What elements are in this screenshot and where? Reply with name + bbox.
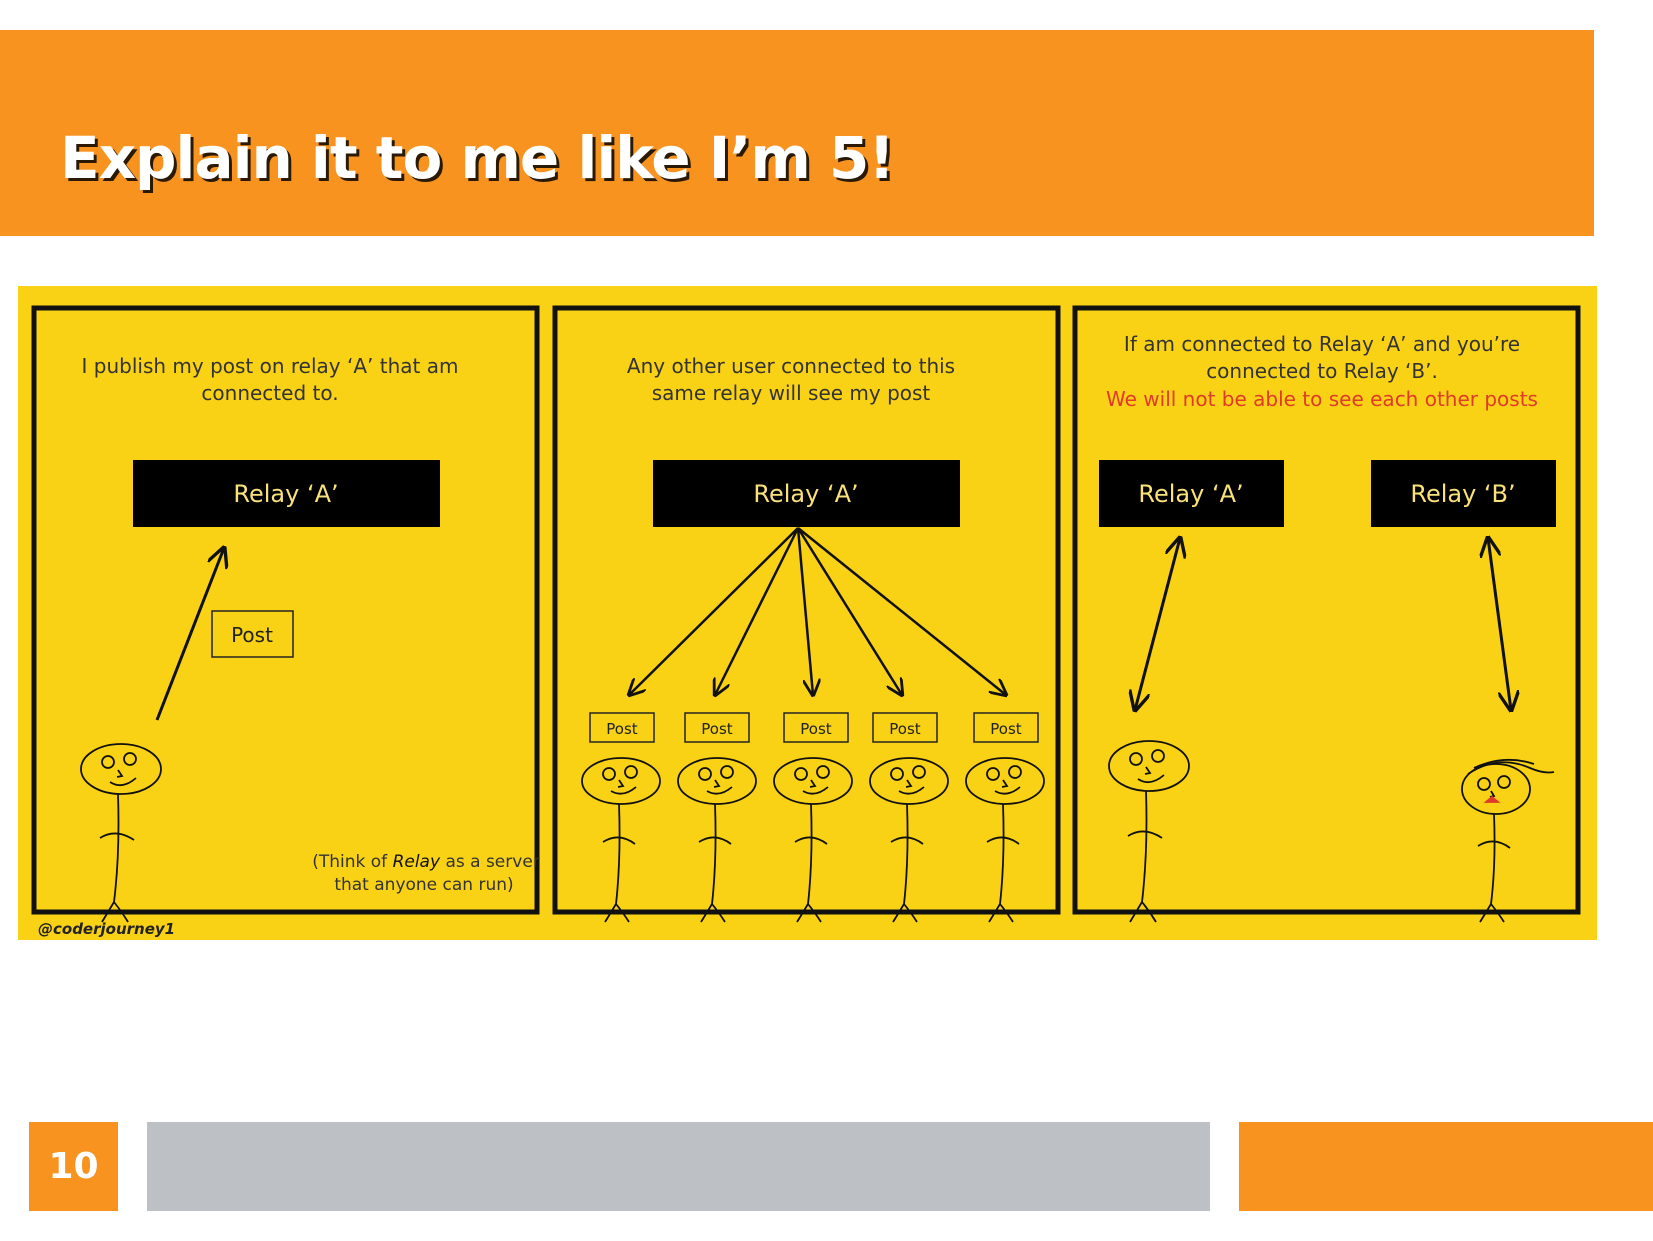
header-bar xyxy=(0,30,1594,236)
panel-1: I publish my post on relay ‘A’ that am c… xyxy=(80,354,540,923)
relay-a-label: Relay ‘A’ xyxy=(753,480,858,508)
panel-2-frame xyxy=(552,305,1061,915)
page-number: 10 xyxy=(29,1122,118,1211)
comic-credit: @coderjourney1 xyxy=(38,920,175,938)
post-box xyxy=(211,610,294,658)
stick-figure-you xyxy=(1461,758,1555,923)
post-label: Post xyxy=(889,720,921,738)
relay-a-box xyxy=(1099,460,1284,527)
panel-1-frame xyxy=(31,305,540,915)
footer-orange-bar xyxy=(1239,1122,1653,1211)
post-label: Post xyxy=(701,720,733,738)
relay-a-label: Relay ‘A’ xyxy=(1138,480,1243,508)
relay-note-line-1: (Think of Relay as a server xyxy=(312,852,540,872)
two-way-arrow-relay-b xyxy=(1488,538,1511,710)
post-label: Post xyxy=(990,720,1022,738)
relay-a-box xyxy=(133,460,440,527)
relay-a-label: Relay ‘A’ xyxy=(233,480,338,508)
panel-1-caption-line-1: I publish my post on relay ‘A’ that am xyxy=(82,354,459,378)
panel-2-caption-line-2: same relay will see my post xyxy=(652,381,931,405)
post-label: Post xyxy=(800,720,832,738)
post-label: Post xyxy=(231,623,273,647)
relay-b-label: Relay ‘B’ xyxy=(1410,480,1515,508)
panel-3-frame xyxy=(1072,305,1581,915)
relay-a-box xyxy=(653,460,960,527)
panel-2: Any other user connected to this same re… xyxy=(581,354,1045,923)
post-label: Post xyxy=(606,720,638,738)
panel-1-caption-line-2: connected to. xyxy=(201,381,338,405)
stick-figures-readers xyxy=(581,757,1045,923)
slide-title: Explain it to me like I’m 5! xyxy=(60,124,895,192)
panel-3-warning: We will not be able to see each other po… xyxy=(1106,387,1538,411)
relay-b-box xyxy=(1371,460,1556,527)
post-boxes xyxy=(589,712,1039,743)
publish-arrow xyxy=(155,548,224,721)
stick-figure-me xyxy=(80,743,162,923)
relay-note-line-2: that anyone can run) xyxy=(334,875,513,895)
stick-figure-me xyxy=(1108,740,1190,923)
panel-3-caption-line-1: If am connected to Relay ‘A’ and you’re xyxy=(1124,332,1520,356)
panel-3: If am connected to Relay ‘A’ and you’re … xyxy=(1099,332,1556,923)
two-way-arrow-relay-a xyxy=(1135,538,1180,710)
panel-2-caption-line-1: Any other user connected to this xyxy=(627,354,955,378)
comic-illustration: I publish my post on relay ‘A’ that am c… xyxy=(18,286,1597,940)
panel-3-caption-line-2: connected to Relay ‘B’. xyxy=(1206,359,1438,383)
footer-gray-bar xyxy=(147,1122,1210,1211)
broadcast-arrows xyxy=(629,527,1006,695)
